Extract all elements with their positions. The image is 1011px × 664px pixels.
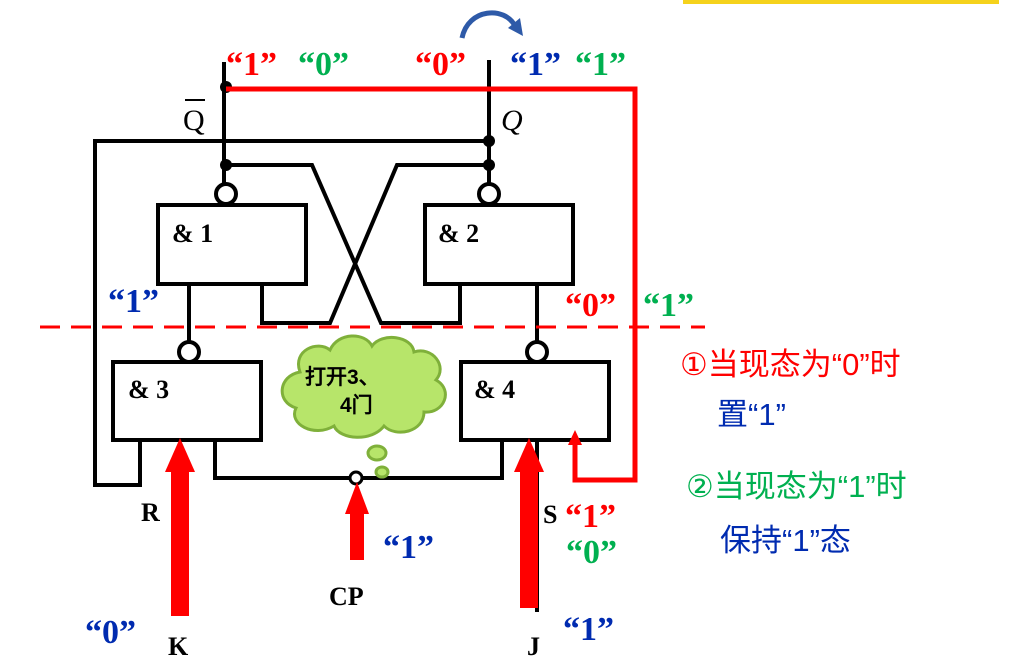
cloud-text-line2: 4门 [340,393,373,417]
gate-1-box [156,203,308,286]
cloud-callout [280,334,447,479]
wiring [93,60,539,612]
level-k: “0” [85,614,136,651]
note-1-line1: ①当现态为“0”时 [680,347,901,382]
gate-1-bubble [214,182,238,206]
level-q-after: “1” [575,46,626,83]
pin-j-label: J [527,632,540,661]
cp-junction [348,470,364,486]
flip-arrow-icon [459,10,518,39]
level-g4-before: “0” [565,287,616,324]
gate-3-label: & 3 [128,375,169,404]
note-2-line1: ②当现态为“1”时 [686,469,907,504]
level-qbar-after: “0” [298,46,349,83]
level-cp: “1” [383,529,434,566]
gate-4-bubble [525,340,549,364]
gate-3-bubble [177,340,201,364]
cloud-text-line1: 打开3、 [305,366,380,389]
level-g3-input: “1” [108,283,159,320]
level-q-mid: “1” [510,46,561,83]
level-g4-after: “1” [643,287,694,324]
pin-s-label: S [543,500,557,529]
highlight-bar [683,0,999,4]
qbar-label: Q [183,104,205,137]
input-arrows [165,438,544,616]
q-label: Q [501,104,523,137]
pin-k-label: K [168,632,189,661]
gate-2-label: & 2 [438,219,479,248]
flip-arrowhead [508,18,523,36]
gate-4-box [459,360,611,442]
gate-4-label: & 4 [474,375,515,404]
red-feedback-arrowhead [568,430,582,445]
level-s-before: “1” [565,498,616,535]
gate-2-bubble [477,182,501,206]
gate-1-label: & 1 [172,219,213,248]
red-feedback-path [226,86,638,483]
level-j: “1” [563,611,614,648]
note-2-line2: 保持“1”态 [720,523,851,558]
level-s-after: “0” [566,534,617,571]
gate-3-box [111,360,263,442]
junctions [220,81,495,171]
pin-r-label: R [141,498,160,527]
level-q-before: “0” [415,46,466,83]
pin-cp-label: CP [329,582,364,611]
level-qbar-before: “1” [226,46,277,83]
gate-2-box [423,203,575,286]
note-1-line2: 置“1” [717,397,786,432]
